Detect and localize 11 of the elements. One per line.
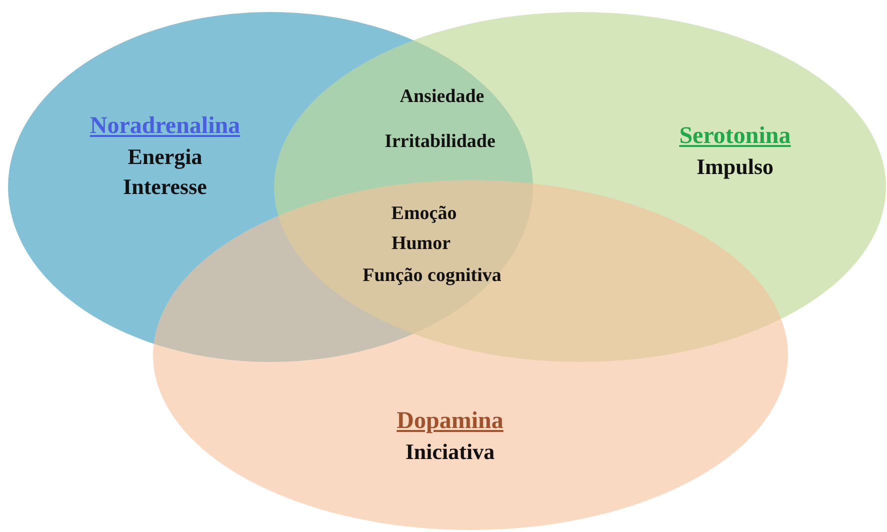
category-heading: Noradrenalina [90, 113, 240, 140]
category-heading: Dopamina [396, 408, 504, 435]
trait-text: Impulso [696, 153, 774, 181]
overlap-text: Emoção [391, 203, 457, 225]
overlap-text: Ansiedade [400, 86, 484, 108]
overlap-text: Função cognitiva [362, 265, 502, 287]
overlap-text: Irritabilidade [384, 131, 496, 153]
overlap-text: Humor [391, 233, 451, 255]
category-heading: Serotonina [679, 123, 791, 150]
trait-text: Energia Interesse [122, 143, 208, 201]
trait-text: Iniciativa [405, 438, 495, 466]
